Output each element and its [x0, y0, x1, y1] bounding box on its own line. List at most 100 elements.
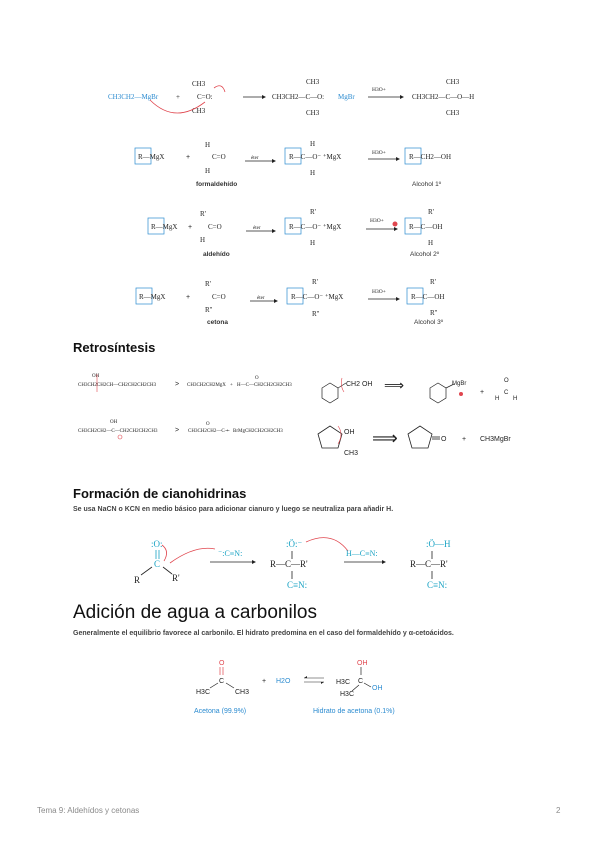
curved-arrow — [149, 99, 206, 114]
cyano-intermediate: :Ö:⁻ R—C—R' C≡N: — [270, 537, 349, 590]
water-scheme: O C H3C CH3 + H2O OH H3C C OH H3C Aceton… — [194, 660, 395, 715]
bond — [445, 383, 455, 389]
arrow-head — [262, 95, 266, 99]
cyano-reactant: :O: C R R' — [134, 539, 216, 585]
row-sub-bottom: R'' — [205, 306, 212, 314]
row-arrow-label: éter — [253, 226, 261, 231]
row-sub-main: C=O — [212, 153, 226, 161]
r-box — [147, 217, 165, 235]
cyano-heading: Formación de cianohidrinas — [73, 486, 247, 501]
bond — [337, 382, 347, 389]
retro-right1a: CH3CH2CH2MgX — [187, 383, 226, 388]
bond — [363, 682, 372, 688]
disconnection-mark — [117, 434, 123, 440]
cyano-o1: :O: — [151, 539, 163, 549]
arrow-head — [400, 95, 404, 99]
row-prod-main: R—CH2—OH — [409, 153, 451, 161]
row-mid-top: R' — [310, 208, 316, 216]
retro-right1b-top: O — [255, 376, 259, 381]
retro-cyclo-o: O — [441, 436, 447, 443]
row-mid-main: R—C—O⁻ ⁺MgX — [289, 223, 341, 231]
cyano-cn3: C≡N: — [427, 580, 447, 590]
retro-left2: CH3CH2CH2—C—CH2CH2CH2CH3 — [78, 429, 158, 434]
row-reagent: H3O+ — [372, 289, 386, 295]
retro-right2a-top: O — [206, 422, 210, 427]
row-reagent: H3O+ — [370, 218, 384, 224]
r-box — [284, 147, 302, 165]
retro-heading: Retrosíntesis — [73, 340, 156, 355]
row-prod-bottom: H — [428, 239, 433, 247]
arrow-head — [396, 297, 400, 301]
curved-arrow — [213, 85, 226, 93]
hydrate-c: C — [358, 678, 363, 685]
retro-right1b: H—C—CH2CH2CH2CH3 — [237, 383, 292, 388]
row-prod-main: R—C—OH — [411, 293, 444, 301]
r-box — [286, 287, 304, 305]
eq1-prod-chain: CH3CH2—C—O—H — [412, 93, 474, 101]
hydrate-h3c2: H3C — [340, 691, 354, 698]
bond — [140, 566, 153, 576]
row-sub-main: C=O — [208, 223, 222, 231]
row-sub-label: formaldehído — [196, 181, 237, 188]
arrow-head — [274, 299, 278, 303]
row-prod-top: R' — [428, 208, 434, 216]
benzene-ring — [429, 382, 447, 404]
eq1-reagent: H3O+ — [372, 87, 386, 93]
red-marker — [392, 221, 398, 227]
disconnection-mark — [337, 425, 342, 445]
bond — [351, 684, 360, 692]
retro-formal-o: O — [504, 378, 509, 384]
arrow-head — [382, 560, 386, 564]
row-prod-top: R' — [430, 278, 436, 286]
retro-plus: + — [226, 429, 229, 434]
acetone-h3c: H3C — [196, 689, 210, 696]
disconnection-mark — [341, 377, 345, 393]
grignard-scheme: CH3CH2—MgBr + CH3 C=O: CH3 CH3 CH3CH2—C—… — [108, 78, 474, 326]
grignard-row-aldehido: R—MgX + R' C=O H éter R' R—C—O⁻ ⁺MgX H H… — [147, 208, 442, 258]
retro-formal-c: C — [504, 390, 509, 396]
hydrate-oh2: OH — [372, 685, 383, 692]
cyano-chain2: R—C—R' — [270, 559, 308, 569]
acetone-ch3: CH3 — [235, 689, 249, 696]
arrow-head — [396, 157, 400, 161]
row-reactant: R—MgX — [139, 293, 165, 301]
row-sub-label: aldehído — [203, 251, 230, 258]
eq1-ketone-c: C=O: — [197, 93, 213, 101]
cyclopentanone-ring — [407, 425, 433, 449]
retro-benzyl-block: CH2 OH ⟹ MgBr + O H C H — [321, 377, 517, 404]
arrow-head — [272, 159, 276, 163]
row-mid-bottom: R'' — [312, 310, 319, 318]
row-reactant: R—MgX — [138, 153, 164, 161]
cyano-c1: C — [154, 559, 160, 569]
water-plus: + — [262, 678, 266, 685]
row-prod-label: Alcohol 1º — [412, 181, 442, 188]
page-number: 2 — [556, 806, 561, 815]
hydrate-h3c: H3C — [336, 679, 350, 686]
row-reactant: R—MgX — [151, 223, 177, 231]
cyano-o2: :Ö:⁻ — [286, 539, 303, 549]
row-sub-bottom: H — [200, 236, 205, 244]
eq1-mid-charge: MgBr — [338, 93, 355, 101]
eq1-plus: + — [176, 93, 180, 101]
row-reagent: H3O+ — [372, 150, 386, 156]
red-marker — [459, 392, 463, 396]
row-arrow-label: éter — [257, 296, 265, 301]
retro-cyclo-block: OH CH3 ⟹ O + CH3MgBr — [317, 425, 511, 457]
retro-mgbr: MgBr — [452, 381, 466, 387]
acetone-hydrate: OH H3C C OH H3C — [336, 660, 383, 698]
r-box — [135, 287, 153, 305]
cyano-cn-top: ⁻:C≡N: — [218, 549, 242, 558]
row-sub-top: R' — [200, 210, 206, 218]
grignard-row-cetona: R—MgX + R' C=O R'' éter R' R—C—O⁻ ⁺MgX R… — [135, 278, 444, 326]
row-mid-bottom: H — [310, 169, 315, 177]
benzene-ring — [321, 382, 339, 404]
retro-left2-top: OH — [110, 420, 118, 425]
curved-arrow — [305, 537, 349, 552]
row-prod-bottom: R'' — [430, 309, 437, 317]
row-mid-main: R—C—O⁻ ⁺MgX — [291, 293, 343, 301]
retro-arrow: > — [175, 381, 179, 388]
hydrate-label: Hidrato de acetona (0.1%) — [313, 708, 395, 715]
arrow-head — [394, 227, 398, 231]
row-sub-top: R' — [205, 280, 211, 288]
row-prod-label: Alcohol 3º — [414, 319, 444, 326]
